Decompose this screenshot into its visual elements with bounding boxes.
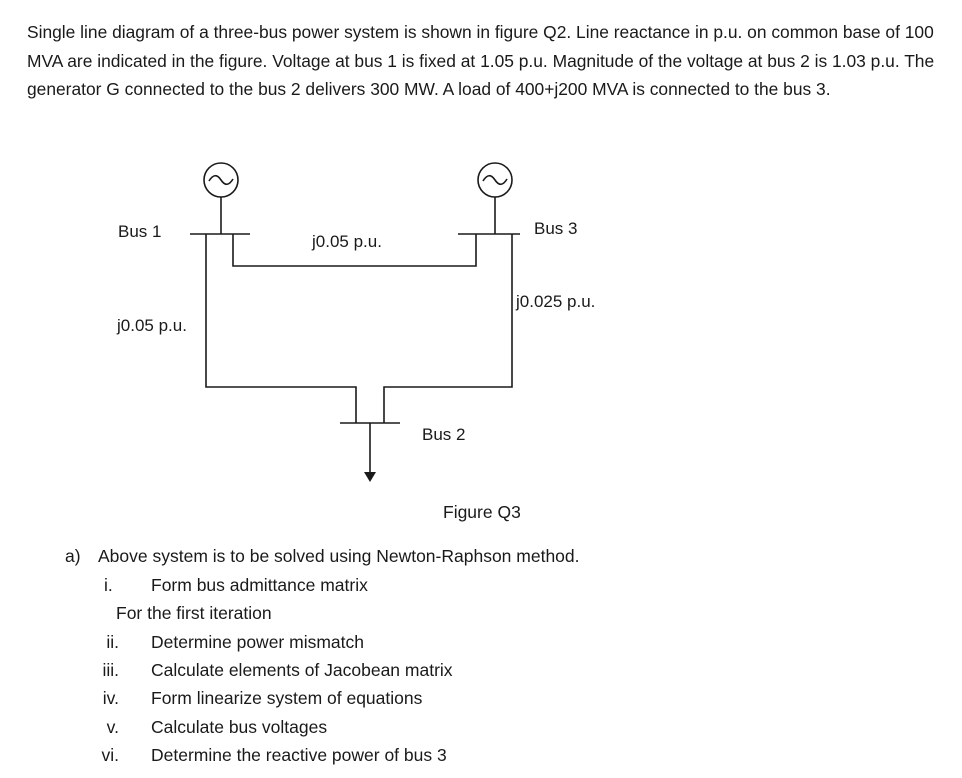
item-text: Determine the reactive power of bus 3	[151, 745, 447, 765]
item-1-number: i.	[104, 575, 113, 595]
figure-caption: Figure Q3	[443, 502, 521, 522]
line-3-2	[383, 234, 513, 423]
bus-2-label: Bus 2	[422, 425, 465, 444]
line-3-2-reactance: j0.025 p.u.	[515, 292, 595, 311]
item-text: Form linearize system of equations	[151, 688, 423, 708]
item-text: Calculate bus voltages	[151, 717, 328, 737]
item-number: iii.	[102, 660, 119, 680]
item-text: Determine power mismatch	[151, 632, 364, 652]
first-iteration-label: For the first iteration	[116, 603, 272, 623]
item-number: iv.	[102, 688, 119, 708]
item-number: v.	[106, 717, 119, 737]
bus-1-label: Bus 1	[118, 222, 161, 241]
generator-1-icon	[203, 162, 239, 234]
generator-3-icon	[477, 162, 513, 234]
line-1-3	[232, 234, 477, 267]
line-1-3-reactance: j0.05 p.u.	[311, 232, 382, 251]
item-number: vi.	[101, 745, 120, 765]
item-number: ii.	[106, 632, 119, 652]
problem-statement: Single line diagram of a three-bus power…	[27, 22, 935, 99]
line-1-2	[205, 234, 357, 423]
part-a-text: Above system is to be solved using Newto…	[98, 546, 580, 566]
part-a-marker: a)	[65, 546, 81, 566]
single-line-diagram: Bus 1 Bus 3 Bus 2 j0.05 p.u. j0.05 p.u. …	[116, 162, 595, 482]
line-1-2-reactance: j0.05 p.u.	[116, 316, 187, 335]
item-1-text: Form bus admittance matrix	[151, 575, 368, 595]
item-text: Calculate elements of Jacobean matrix	[151, 660, 453, 680]
load-arrow-icon	[364, 423, 376, 482]
bus-3-label: Bus 3	[534, 219, 577, 238]
